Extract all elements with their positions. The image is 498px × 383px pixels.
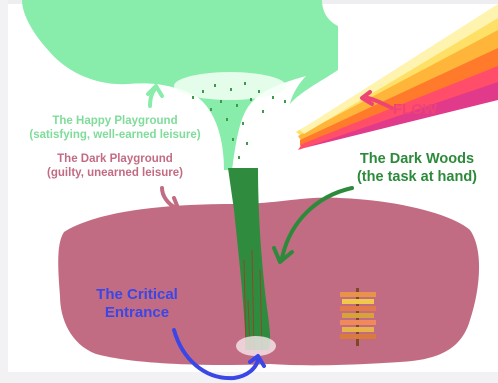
frame-left-edge: [0, 0, 8, 383]
happy-playground-glow: [174, 72, 286, 100]
critical-entrance-sublabel: Entrance: [82, 304, 192, 321]
happy-playground-sublabel: (satisfying, well-earned leisure): [4, 129, 226, 142]
flow-label: FLOW: [393, 101, 437, 118]
dark-playground-label: The Dark Playground: [30, 153, 200, 166]
entrance-glow: [236, 336, 276, 356]
dark-playground-sublabel: (guilty, unearned leisure): [30, 167, 200, 180]
dark-woods-label: The Dark Woods: [344, 151, 490, 168]
happy-playground-label: The Happy Playground: [10, 115, 220, 128]
signpost-icon: [340, 288, 376, 346]
dark-woods-sublabel: (the task at hand): [338, 169, 496, 186]
critical-entrance-label: The Critical: [82, 286, 192, 303]
